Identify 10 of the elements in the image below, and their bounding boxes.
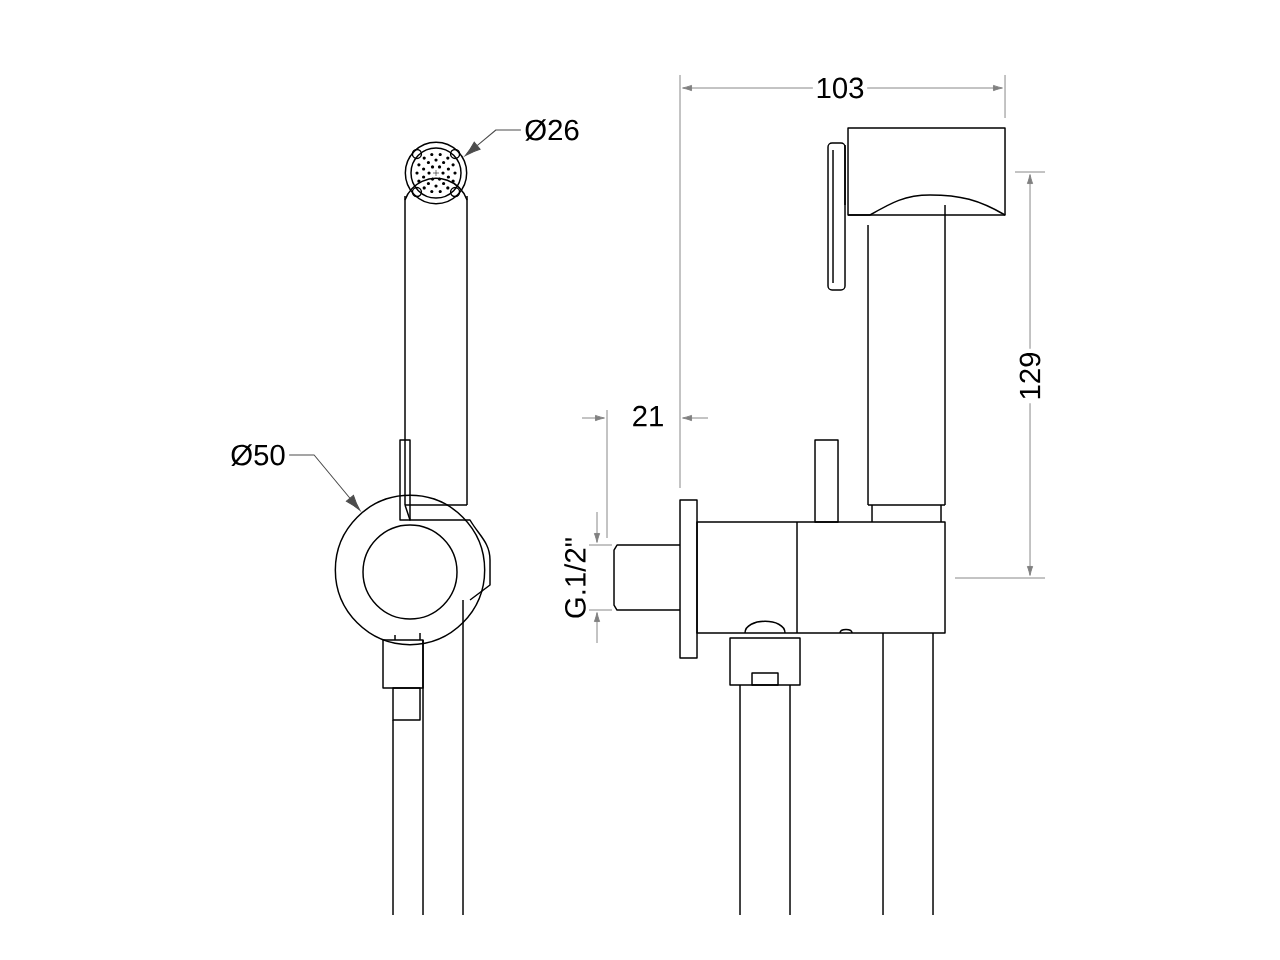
leader-line xyxy=(464,129,522,156)
callout-text: Ø26 xyxy=(525,119,579,141)
dimension-text: 129 xyxy=(1016,348,1044,404)
shower-head-circle xyxy=(404,141,468,205)
dimension-text: G.1/2" xyxy=(564,538,586,618)
callout-text: Ø50 xyxy=(231,444,285,466)
wall-bracket-circle xyxy=(334,494,486,646)
dimension-text: 103 xyxy=(812,74,868,102)
dimension-text: 21 xyxy=(633,405,663,427)
leader-line xyxy=(288,454,361,511)
